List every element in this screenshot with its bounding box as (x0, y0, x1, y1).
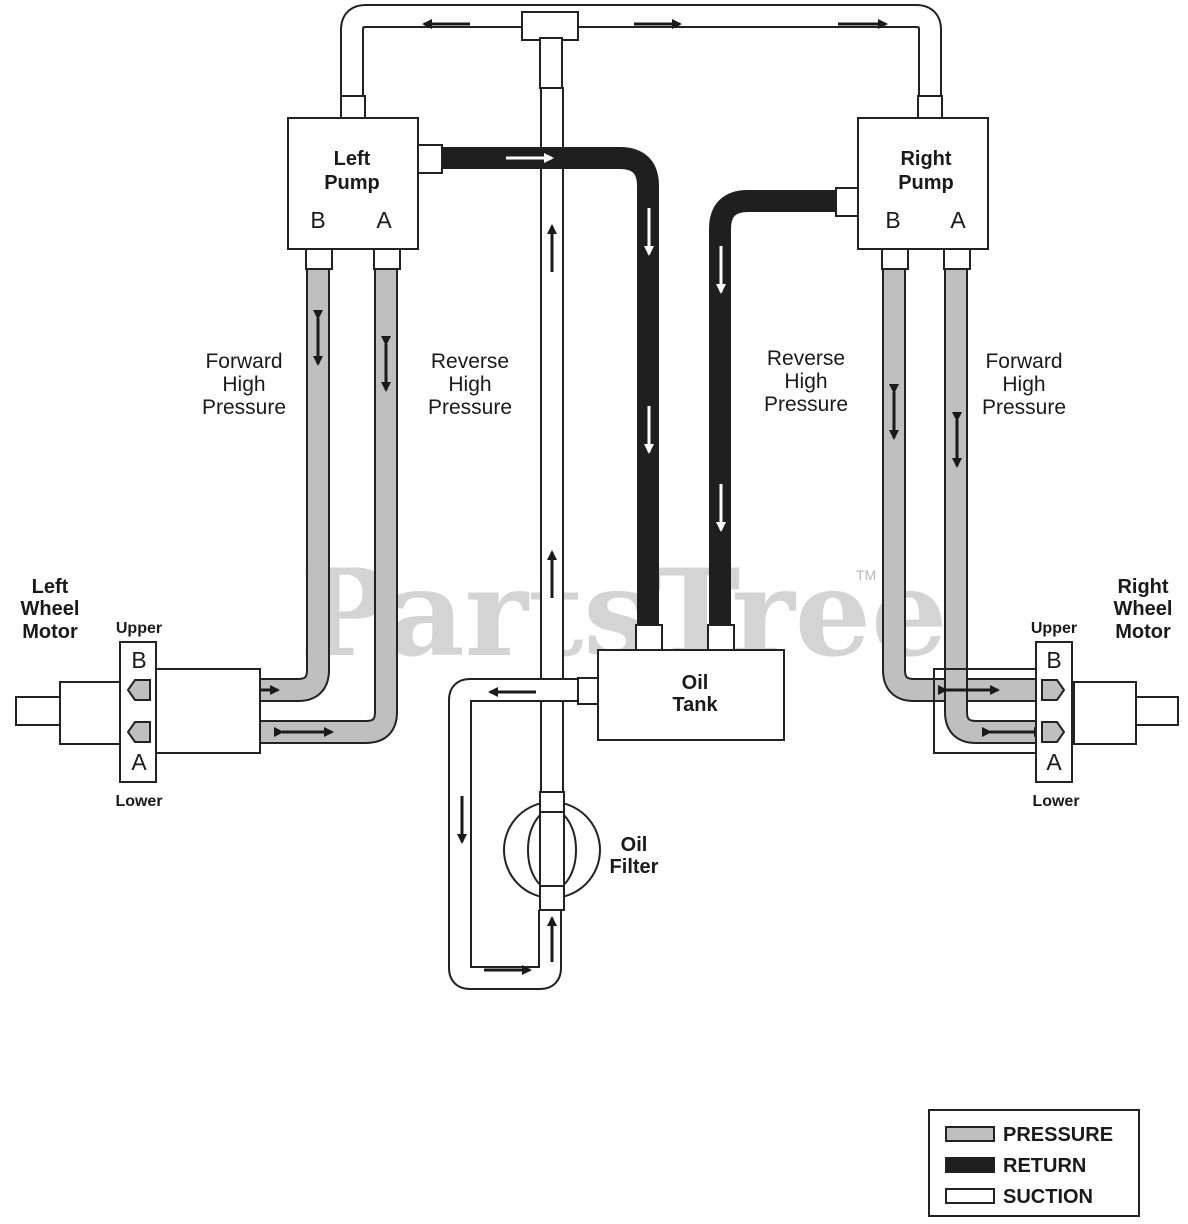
left-pump: Left Pump B A (287, 117, 419, 250)
right-pump: Right Pump B A (857, 117, 989, 250)
right-pump-title-2: Pump (898, 172, 954, 194)
legend-pressure-label: PRESSURE (1003, 1124, 1113, 1146)
left-forward-label-1: Forward (205, 350, 282, 373)
left-motor-port-a: A (131, 749, 147, 775)
right-forward-label-1: Forward (985, 350, 1062, 373)
line-labels: Forward High Pressure Reverse High Press… (202, 347, 1066, 419)
right-motor-port-a: A (1046, 749, 1062, 775)
left-motor-port-b: B (131, 647, 146, 673)
oil-filter-line-2: Filter (610, 856, 659, 878)
left-pump-port-a: A (376, 207, 392, 233)
right-pump-title-1: Right (900, 148, 951, 170)
oil-tank-line-1: Oil (682, 672, 709, 694)
right-motor-title-1: Right (1117, 576, 1168, 598)
legend-return-label: RETURN (1003, 1155, 1086, 1177)
legend-pressure-swatch (945, 1126, 995, 1142)
left-reverse-label-2: High (448, 373, 491, 396)
right-motor-title-3: Motor (1115, 621, 1171, 643)
right-reverse-label-3: Pressure (764, 393, 848, 416)
left-wheel-motor: B A Upper Lower Left Wheel Motor (15, 576, 261, 810)
pressure-lines (140, 248, 1052, 744)
right-motor-port-b: B (1046, 647, 1061, 673)
left-pump-title-1: Left (334, 148, 371, 170)
oil-filter: Oil Filter (503, 791, 659, 911)
legend: PRESSURE RETURN SUCTION (928, 1109, 1140, 1217)
legend-suction-swatch (945, 1188, 995, 1204)
left-reverse-label-1: Reverse (431, 350, 509, 373)
right-reverse-label-1: Reverse (767, 347, 845, 370)
return-lines (415, 144, 859, 652)
flow-arrows (220, 19, 1044, 975)
left-motor-title-1: Left (32, 576, 69, 598)
legend-suction-label: SUCTION (1003, 1186, 1093, 1208)
left-motor-title-2: Wheel (21, 598, 80, 620)
left-motor-upper: Upper (116, 620, 162, 637)
left-pump-title-2: Pump (324, 172, 380, 194)
right-pump-port-b: B (885, 207, 900, 233)
right-reverse-label-2: High (784, 370, 827, 393)
right-forward-label-3: Pressure (982, 396, 1066, 419)
left-reverse-label-3: Pressure (428, 396, 512, 419)
right-motor-lower: Lower (1032, 793, 1079, 810)
left-forward-label-2: High (222, 373, 265, 396)
right-motor-upper: Upper (1031, 620, 1077, 637)
oil-tank: Oil Tank (577, 649, 785, 741)
legend-return-swatch (945, 1157, 995, 1173)
oil-filter-line-1: Oil (621, 834, 648, 856)
suction-lines (340, 4, 943, 990)
right-pump-port-a: A (950, 207, 966, 233)
right-wheel-motor: B A Upper Lower Right Wheel Motor (933, 576, 1179, 810)
right-motor-title-2: Wheel (1114, 598, 1173, 620)
watermark-trademark: TM (856, 567, 876, 583)
left-motor-lower: Lower (115, 793, 162, 810)
left-pump-port-b: B (310, 207, 325, 233)
oil-tank-line-2: Tank (672, 694, 718, 716)
left-motor-title-3: Motor (22, 621, 78, 643)
left-forward-label-3: Pressure (202, 396, 286, 419)
right-forward-label-2: High (1002, 373, 1045, 396)
